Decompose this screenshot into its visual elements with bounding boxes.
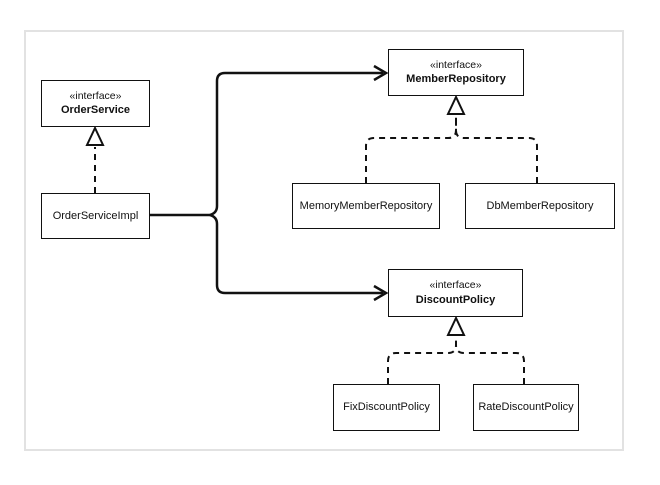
class-node-fix-discount-policy: FixDiscountPolicy — [333, 384, 440, 431]
class-node-member-repository: «interface» MemberRepository — [388, 49, 524, 96]
realization-line-memory-member-repository — [365, 116, 457, 183]
realization-line-db-member-repository — [455, 116, 538, 183]
class-name-label: OrderService — [60, 104, 131, 117]
hollow-triangle-order-service-icon — [85, 125, 105, 146]
open-arrowhead-discount-policy-icon — [373, 284, 389, 302]
class-name-label: DiscountPolicy — [415, 293, 496, 306]
hollow-triangle-discount-policy-icon — [446, 315, 466, 336]
class-node-db-member-repository: DbMemberRepository — [465, 183, 615, 229]
class-node-memory-member-repository: MemoryMemberRepository — [292, 183, 440, 229]
dependency-line-discount-policy — [209, 213, 383, 295]
class-name-label: DbMemberRepository — [486, 199, 594, 212]
stereotype-label: «interface» — [430, 58, 482, 71]
stereotype-label: «interface» — [69, 89, 122, 102]
stereotype-label: «interface» — [429, 279, 482, 292]
hollow-triangle-member-repository-icon — [446, 94, 466, 115]
class-node-discount-policy: «interface» DiscountPolicy — [388, 269, 523, 317]
realization-line-fix-discount-policy — [387, 337, 457, 384]
class-name-label: MemoryMemberRepository — [299, 199, 433, 212]
class-name-label: RateDiscountPolicy — [478, 401, 574, 414]
open-arrowhead-member-repository-icon — [373, 64, 389, 82]
dependency-line-member-repository — [209, 71, 383, 217]
class-node-order-service-impl: OrderServiceImpl — [41, 193, 150, 239]
class-name-label: OrderServiceImpl — [52, 209, 139, 222]
realization-line-rate-discount-policy — [455, 337, 525, 384]
class-name-label: MemberRepository — [406, 73, 506, 86]
class-name-label: FixDiscountPolicy — [343, 401, 430, 414]
class-node-rate-discount-policy: RateDiscountPolicy — [473, 384, 579, 431]
class-node-order-service: «interface» OrderService — [41, 80, 150, 127]
